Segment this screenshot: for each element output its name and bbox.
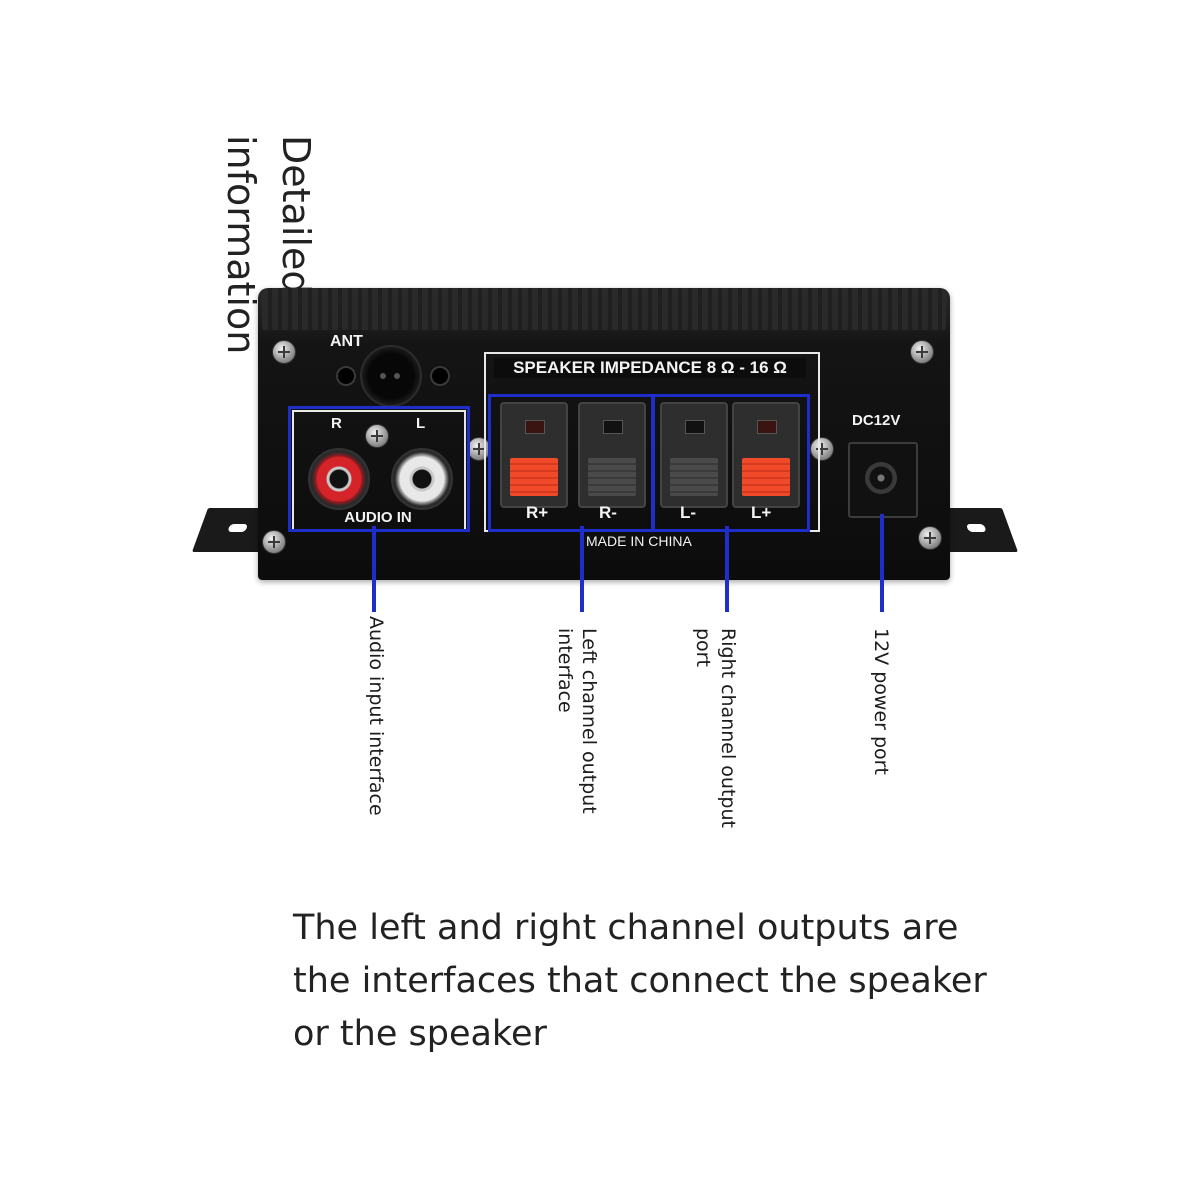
screw-icon [467, 437, 491, 461]
heatsink-fins [262, 288, 946, 330]
rca-input-left[interactable] [391, 448, 453, 510]
terminal-l-minus[interactable] [660, 402, 728, 508]
heading-line2: information [219, 135, 263, 355]
caption: The left and right channel outputs are t… [293, 902, 993, 1061]
screw-icon [262, 530, 286, 554]
terminal-label: L- [680, 503, 697, 522]
side-heading: Detailed information [108, 135, 318, 354]
callout-power-port: 12V power port [870, 628, 892, 775]
screw-icon [918, 526, 942, 550]
audio-l-label: L [416, 415, 426, 432]
terminal-l-plus[interactable] [732, 402, 800, 508]
audio-in-label: AUDIO IN [344, 509, 412, 526]
dc-power-jack[interactable] [848, 442, 918, 518]
ant-mount-hole [430, 366, 450, 386]
leader-line-audio [372, 526, 376, 612]
callout-left-output-line1: Left channel output [578, 628, 600, 814]
callout-right-output-line2: port [692, 628, 714, 667]
screw-icon [810, 437, 834, 461]
leader-line-power [880, 514, 884, 612]
antenna-jack[interactable] [360, 345, 422, 407]
leader-line-right [725, 526, 729, 612]
callout-right-output-line1: Right channel output [717, 628, 739, 828]
heading-line1: Detailed [274, 135, 318, 295]
screw-icon [365, 424, 389, 448]
ant-label: ANT [330, 333, 363, 350]
dc-label: DC12V [852, 412, 901, 429]
made-in-label: MADE IN CHINA [586, 533, 692, 549]
ant-mount-hole [336, 366, 356, 386]
screw-icon [910, 340, 934, 364]
impedance-label: SPEAKER IMPEDANCE 8 Ω - 16 Ω [494, 358, 806, 378]
terminal-label: R- [599, 503, 617, 522]
caption-line3: or the speaker [293, 1014, 547, 1054]
right-output-highlight [652, 394, 810, 532]
terminal-label: R+ [526, 503, 549, 522]
terminal-r-plus[interactable] [500, 402, 568, 508]
leader-line-left [580, 526, 584, 612]
audio-in-highlight [288, 406, 470, 532]
terminal-r-minus[interactable] [578, 402, 646, 508]
terminal-label: L+ [751, 503, 772, 522]
callout-left-output-line2: interface [554, 628, 576, 713]
callout-audio-input: Audio input interface [365, 616, 387, 816]
rca-input-right[interactable] [308, 448, 370, 510]
caption-line2: the interfaces that connect the speaker [293, 961, 987, 1001]
caption-line1: The left and right channel outputs are [293, 908, 959, 948]
audio-r-label: R [331, 415, 342, 432]
screw-icon [272, 340, 296, 364]
